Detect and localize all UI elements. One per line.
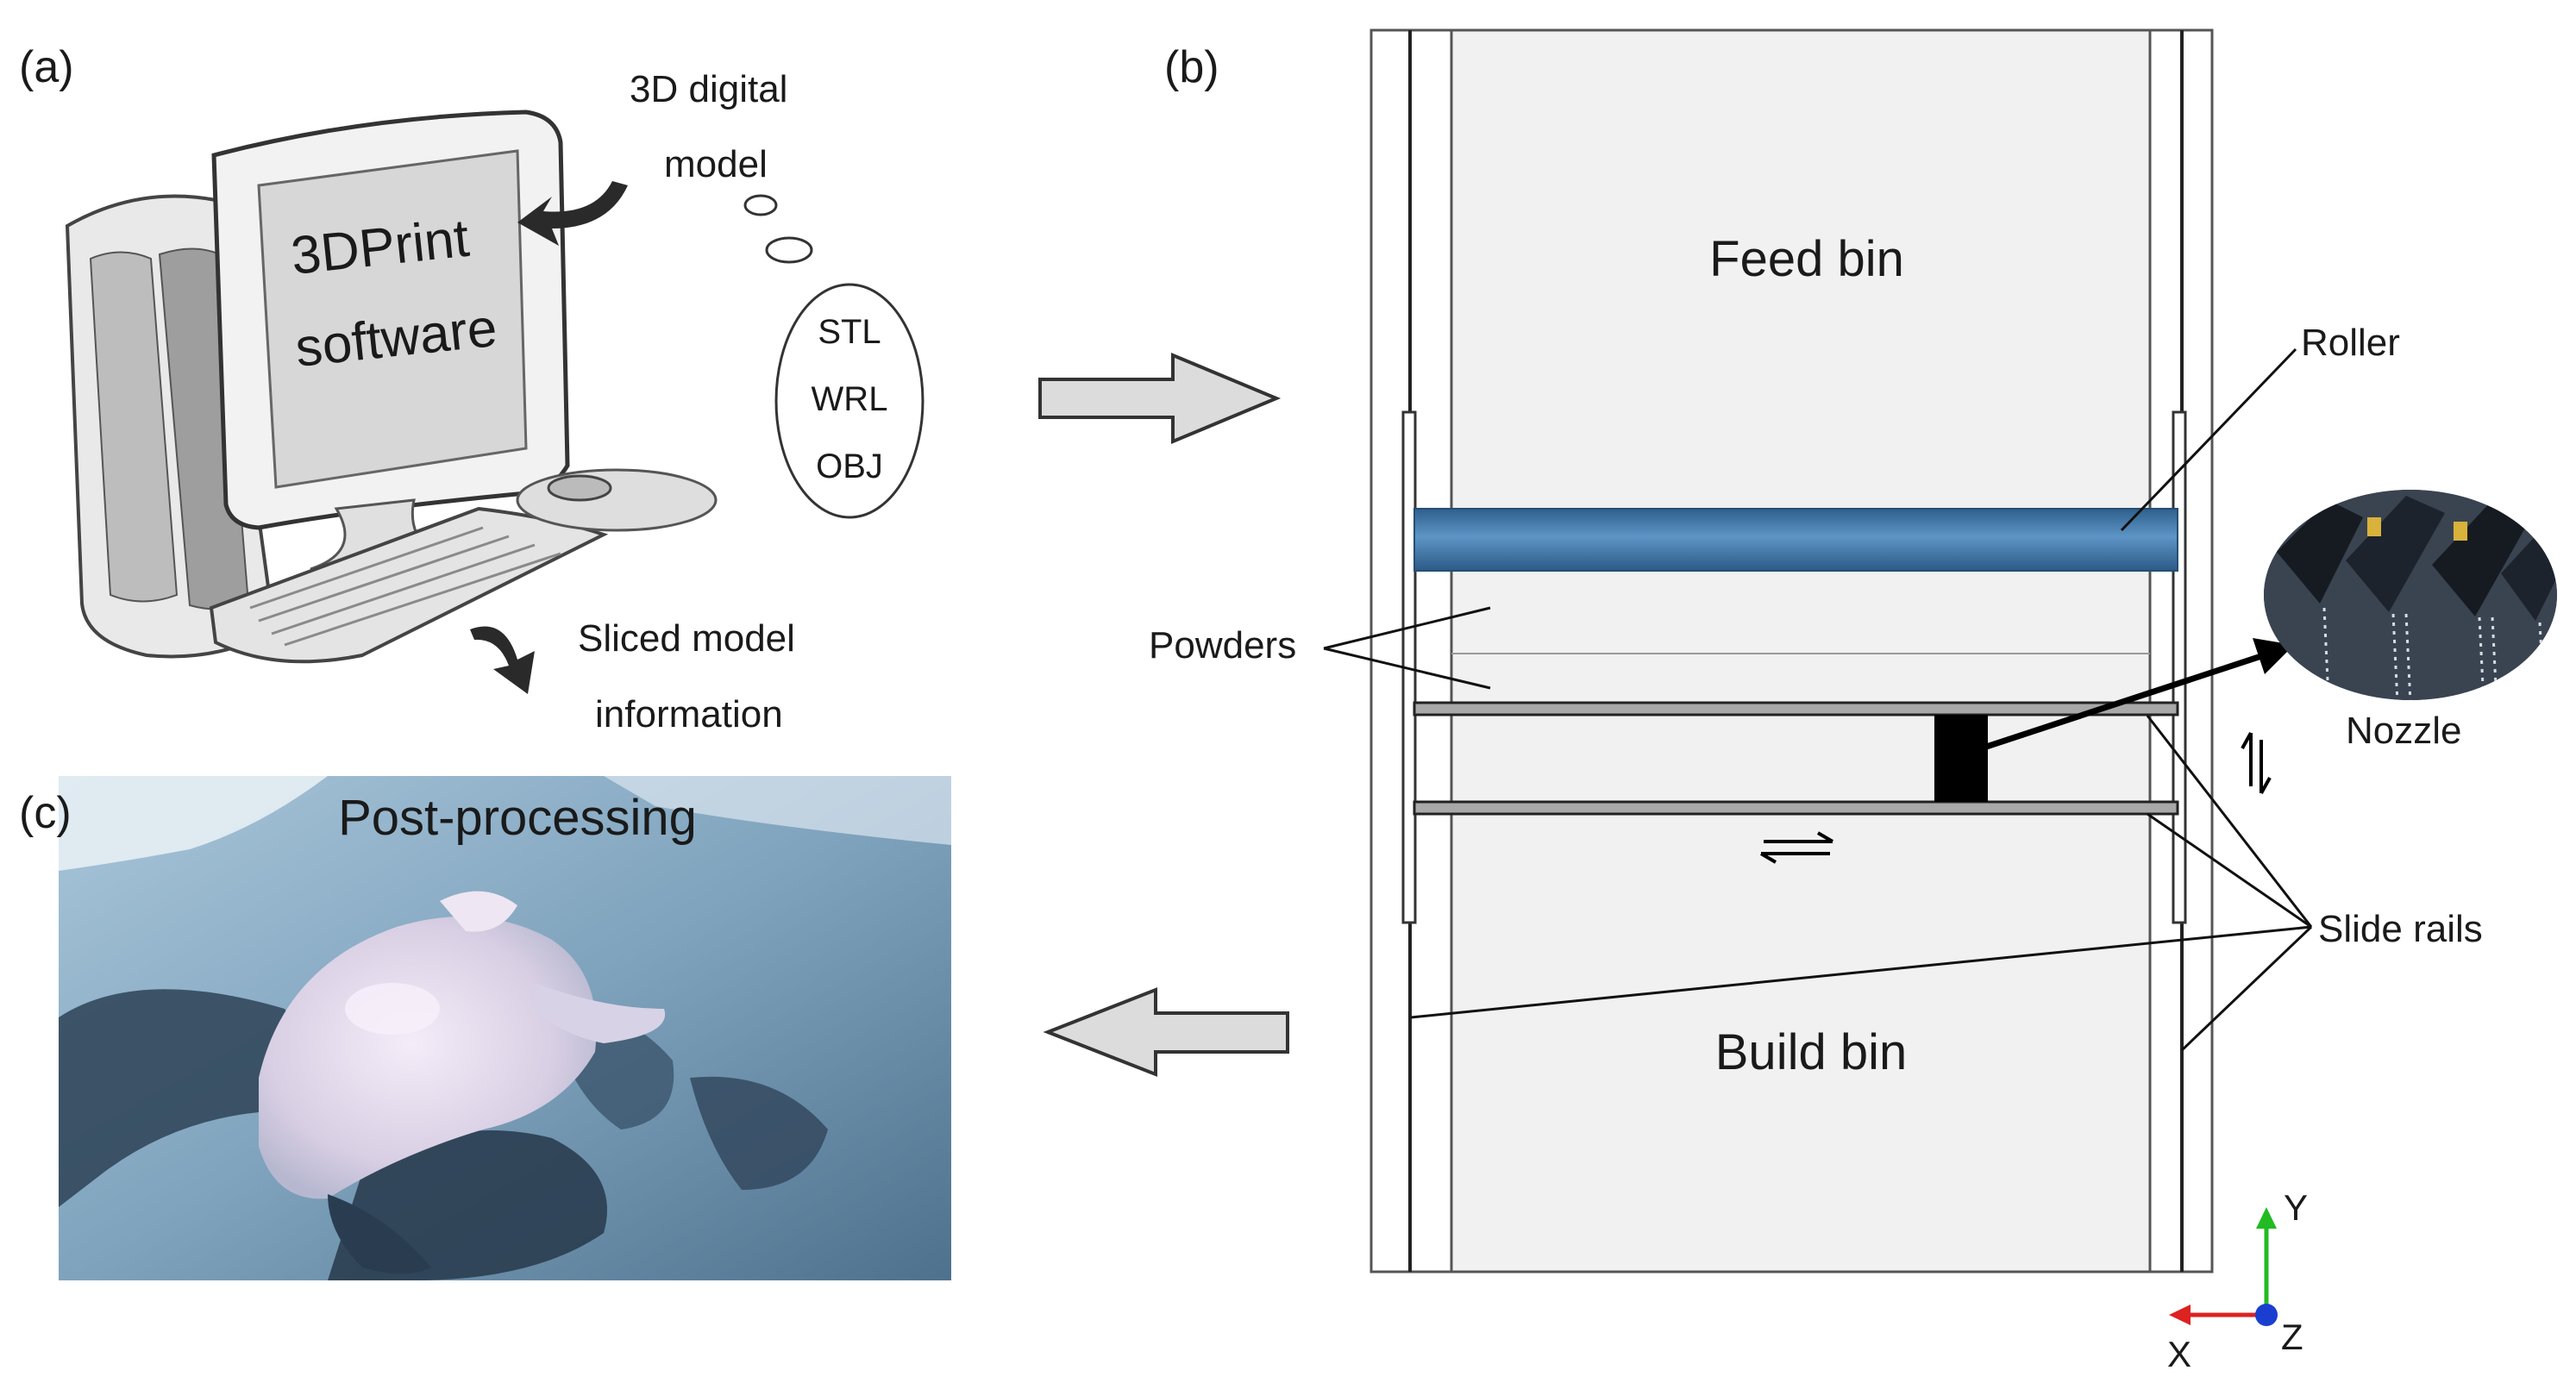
build-bin-label: Build bin (1715, 1024, 1907, 1080)
panel-c: (c) Post-processing (19, 776, 951, 1280)
post-processing-title: Post-processing (338, 790, 697, 846)
left-flow-arrow-icon (1043, 987, 1289, 1077)
nozzle-photo (2264, 490, 2557, 700)
bin-interior (1450, 28, 2152, 1273)
panel-c-label: (c) (19, 788, 72, 838)
panel-a: (a) 3DPrin (19, 42, 924, 735)
desktop-computer-icon (65, 110, 718, 664)
feed-bin-label: Feed bin (1709, 231, 1904, 287)
coordinate-axes-icon (2169, 1207, 2278, 1326)
right-guide-post (2172, 410, 2187, 924)
format-obj: OBJ (816, 447, 883, 485)
thought-bubble-medium (765, 236, 813, 264)
nozzle-label: Nozzle (2346, 710, 2462, 752)
sliced-text-line2: information (595, 693, 783, 735)
slide-rails-leader-lines (1410, 715, 2313, 1052)
axis-y-label: Y (2284, 1187, 2308, 1228)
axis-x-label: X (2167, 1334, 2191, 1374)
panel-b: (b) Feed bin Build bin Roller Powders (1149, 28, 2557, 1374)
powders-leader-lines (1323, 606, 1491, 690)
roller-label: Roller (2301, 322, 2400, 364)
curved-arrow-icon (470, 626, 535, 694)
powders-label: Powders (1149, 624, 1296, 666)
sliced-text-line1: Sliced model (578, 617, 795, 660)
post-processing-photo (59, 776, 951, 1280)
horizontal-motion-arrows-icon (1759, 831, 1834, 864)
slide-rails-label: Slide rails (2318, 908, 2483, 950)
format-wrl: WRL (812, 380, 888, 418)
upper-slide-rail (1413, 701, 2179, 717)
format-stl: STL (818, 313, 881, 351)
thought-text-line2: model (664, 143, 768, 185)
print-head (1934, 715, 1988, 802)
vertical-motion-arrows-icon (2241, 732, 2272, 794)
panel-a-label: (a) (19, 42, 74, 92)
nozzle-pointer-line (1969, 652, 2266, 755)
right-flow-arrow-icon (1038, 353, 1282, 444)
curved-arrow-icon (517, 181, 628, 246)
axis-z-label: Z (2281, 1317, 2303, 1357)
roller-leader-line (2120, 347, 2297, 532)
thought-bubble-small (743, 194, 778, 216)
lower-slide-rail (1413, 800, 2179, 816)
roller (1413, 508, 2178, 572)
thought-text-line1: 3D digital (630, 68, 787, 110)
panel-b-label: (b) (1164, 42, 1219, 92)
format-bubble (774, 283, 924, 519)
